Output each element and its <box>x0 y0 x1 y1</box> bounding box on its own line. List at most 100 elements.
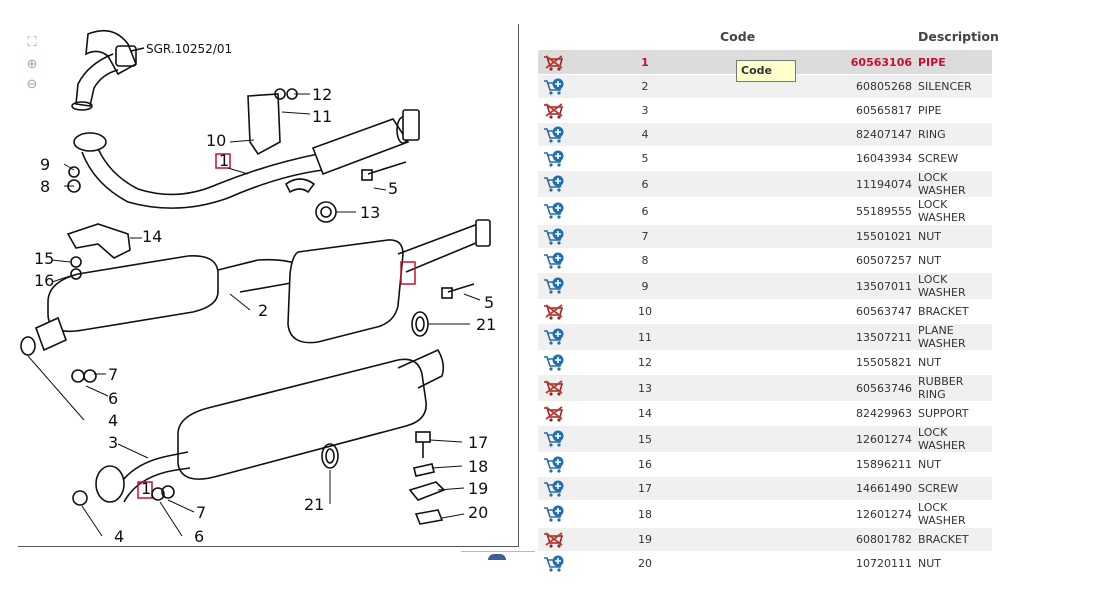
callout-15: 15 <box>34 249 54 268</box>
cart-add-icon[interactable] <box>543 354 565 372</box>
description-cell: PLANE WASHER <box>918 323 992 351</box>
header-icon <box>538 22 570 51</box>
callout-5-top: 5 <box>388 179 398 198</box>
zoom-in-icon[interactable]: ⊕ <box>26 57 38 72</box>
cart-add-icon[interactable] <box>543 202 565 220</box>
ref-cell: 12 <box>570 350 720 375</box>
cart-cell[interactable] <box>538 350 570 375</box>
ref-cell: 6 <box>570 170 720 198</box>
cart-add-icon[interactable] <box>543 78 565 96</box>
cart-add-icon[interactable] <box>543 456 565 474</box>
ref-cell: 11 <box>570 323 720 351</box>
code-cell: 55189555 <box>720 197 918 225</box>
cart-cell[interactable] <box>538 299 570 324</box>
cart-cell[interactable] <box>538 248 570 273</box>
cart-add-icon[interactable] <box>543 555 565 573</box>
header-code[interactable]: Code <box>720 22 918 51</box>
cart-cell[interactable] <box>538 98 570 123</box>
cart-add-icon[interactable] <box>543 277 565 295</box>
description-cell: PIPE <box>918 50 992 75</box>
table-row[interactable]: 15 12601274 LOCK WASHER <box>538 425 992 453</box>
highlight-box-1[interactable] <box>215 153 231 169</box>
table-row[interactable]: 13 60563746 RUBBER RING <box>538 374 992 402</box>
cart-add-icon[interactable] <box>543 430 565 448</box>
callout-7-bottom: 7 <box>196 503 206 522</box>
scroll-widget[interactable] <box>461 551 535 560</box>
table-row[interactable]: 7 15501021 NUT <box>538 224 992 249</box>
description-cell: LOCK WASHER <box>918 425 992 453</box>
table-row[interactable]: 11 13507211 PLANE WASHER <box>538 323 992 351</box>
fit-icon[interactable]: ⛶ <box>27 35 37 50</box>
code-cell: 60565817 <box>720 98 918 123</box>
table-row[interactable]: 3 60565817 PIPE <box>538 98 992 123</box>
cart-cell[interactable] <box>538 452 570 477</box>
cart-cell[interactable] <box>538 122 570 147</box>
table-row[interactable]: 4 82407147 RING <box>538 122 992 147</box>
cart-add-icon[interactable] <box>543 228 565 246</box>
code-cell: 60507257 <box>720 248 918 273</box>
table-row[interactable]: 18 12601274 LOCK WASHER <box>538 500 992 528</box>
cart-add-icon[interactable] <box>543 328 565 346</box>
table-row[interactable]: 20 10720111 NUT <box>538 551 992 576</box>
cart-cell[interactable] <box>538 197 570 225</box>
cart-add-icon[interactable] <box>543 126 565 144</box>
ref-cell: 9 <box>570 272 720 300</box>
cart-cell[interactable] <box>538 74 570 99</box>
table-row[interactable]: 17 14661490 SCREW <box>538 476 992 501</box>
cart-disabled-icon[interactable] <box>543 379 565 397</box>
cart-cell[interactable] <box>538 401 570 426</box>
description-cell: BRACKET <box>918 299 992 324</box>
cart-cell[interactable] <box>538 170 570 198</box>
callout-2: 2 <box>258 301 268 320</box>
cart-add-icon[interactable] <box>543 150 565 168</box>
cart-disabled-icon[interactable] <box>543 405 565 423</box>
code-cell: 10720111 <box>720 551 918 576</box>
highlight-box-2[interactable] <box>400 261 416 285</box>
table-header: Code Description <box>538 22 999 51</box>
cart-cell[interactable] <box>538 323 570 351</box>
table-row[interactable]: 12 15505821 NUT <box>538 350 992 375</box>
description-cell: RUBBER RING <box>918 374 992 402</box>
highlight-box-3[interactable] <box>137 481 153 499</box>
table-row[interactable]: 19 60801782 BRACKET <box>538 527 992 552</box>
ref-cell: 7 <box>570 224 720 249</box>
callout-6-mid: 6 <box>108 389 118 408</box>
zoom-out-icon[interactable]: ⊖ <box>26 77 38 92</box>
description-cell: NUT <box>918 350 992 375</box>
callout-10: 10 <box>206 131 226 150</box>
table-row[interactable]: 10 60563747 BRACKET <box>538 299 992 324</box>
cart-cell[interactable] <box>538 551 570 576</box>
table-row[interactable]: 5 16043934 SCREW <box>538 146 992 171</box>
cart-cell[interactable] <box>538 50 570 75</box>
cart-add-icon[interactable] <box>543 252 565 270</box>
table-row[interactable]: 6 55189555 LOCK WASHER <box>538 197 992 225</box>
callout-12: 12 <box>312 85 332 104</box>
cart-add-icon[interactable] <box>543 505 565 523</box>
cart-cell[interactable] <box>538 425 570 453</box>
table-row[interactable]: 6 11194074 LOCK WASHER <box>538 170 992 198</box>
header-ref <box>570 22 720 51</box>
cart-add-icon[interactable] <box>543 175 565 193</box>
cart-cell[interactable] <box>538 374 570 402</box>
cart-cell[interactable] <box>538 527 570 552</box>
cart-cell[interactable] <box>538 272 570 300</box>
exploded-diagram[interactable]: ⛶ ⊕ ⊖ SGR.10252/01 <box>18 24 519 547</box>
description-cell: RING <box>918 122 992 147</box>
table-row[interactable]: 14 82429963 SUPPORT <box>538 401 992 426</box>
cart-add-icon[interactable] <box>543 480 565 498</box>
cart-disabled-icon[interactable] <box>543 531 565 549</box>
table-row[interactable]: 8 60507257 NUT <box>538 248 992 273</box>
cart-disabled-icon[interactable] <box>543 303 565 321</box>
cart-disabled-icon[interactable] <box>543 54 565 72</box>
cart-cell[interactable] <box>538 500 570 528</box>
cart-cell[interactable] <box>538 146 570 171</box>
cart-cell[interactable] <box>538 476 570 501</box>
table-row[interactable]: 9 13507011 LOCK WASHER <box>538 272 992 300</box>
scroll-knob[interactable] <box>488 554 506 560</box>
cart-disabled-icon[interactable] <box>543 102 565 120</box>
cart-cell[interactable] <box>538 224 570 249</box>
header-description[interactable]: Description <box>918 22 999 51</box>
table-row[interactable]: 16 15896211 NUT <box>538 452 992 477</box>
ref-cell: 14 <box>570 401 720 426</box>
parts-table: Code Description 1 60563106 PIPE 2 6 <box>538 22 999 576</box>
